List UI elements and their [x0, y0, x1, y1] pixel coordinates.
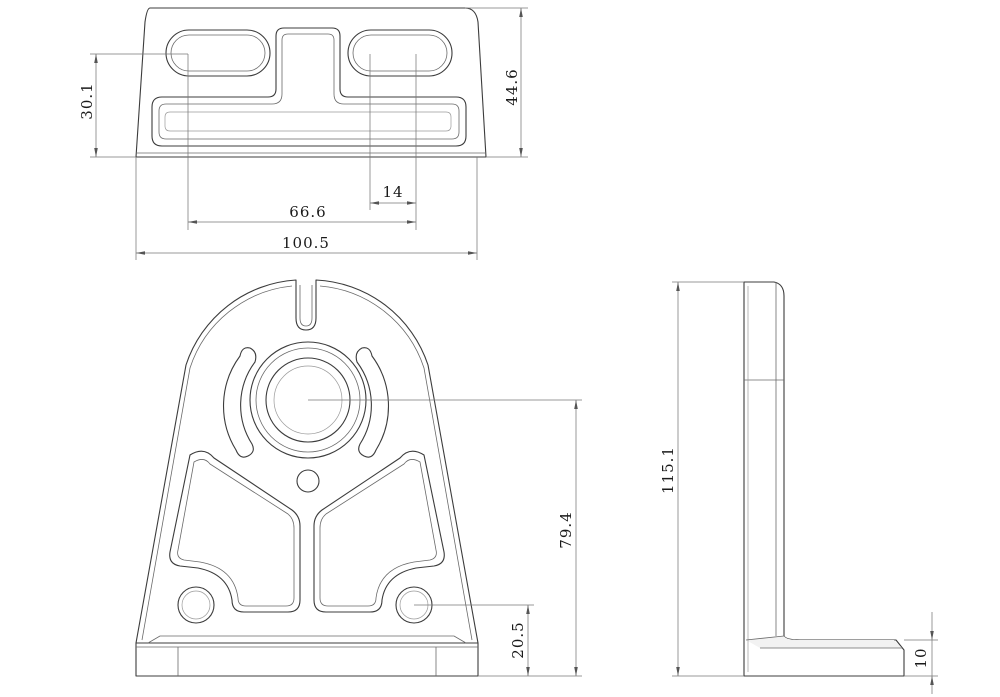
- front-view-left-pocket: [169, 450, 301, 613]
- dim-44-6: 44.6: [503, 8, 523, 157]
- top-view-slot-right: [347, 29, 453, 77]
- side-view: 115.1 10: [659, 281, 938, 694]
- dim-30-1-label: 30.1: [78, 82, 96, 119]
- front-view-base: [135, 635, 479, 677]
- front-view-right-pocket: [313, 450, 445, 613]
- side-view-outline: [743, 281, 905, 677]
- front-view-arc-slots: [223, 347, 389, 458]
- side-view-extension-lines: [672, 281, 938, 677]
- dim-66-6: 66.6: [188, 203, 416, 224]
- dim-10-label: 10: [912, 647, 930, 668]
- front-view: 79.4 20.5: [135, 279, 582, 677]
- dim-115-1: 115.1: [659, 282, 680, 676]
- dim-20-5: 20.5: [509, 605, 530, 676]
- dim-20-5-label: 20.5: [509, 621, 527, 658]
- dim-79-4: 79.4: [557, 400, 578, 676]
- dim-100-5: 100.5: [136, 234, 477, 255]
- top-view-extension-lines: [90, 7, 528, 260]
- dim-10: 10: [912, 612, 934, 694]
- top-view-slot-left: [165, 29, 271, 77]
- front-view-center-hub: [249, 341, 367, 493]
- dim-115-1-label: 115.1: [659, 446, 677, 494]
- dim-100-5-label: 100.5: [282, 234, 330, 252]
- dim-79-4-label: 79.4: [557, 511, 575, 548]
- top-view: 44.6 30.1 14 66.6 100.5: [78, 7, 528, 260]
- front-view-outline: [135, 279, 479, 644]
- dim-14: 14: [370, 183, 416, 205]
- front-view-bottom-holes: [177, 586, 433, 624]
- dim-14-label: 14: [382, 183, 403, 201]
- dim-30-1: 30.1: [78, 54, 98, 157]
- front-view-extension-lines: [308, 399, 582, 677]
- dim-44-6-label: 44.6: [503, 68, 521, 105]
- top-view-t-recess: [151, 27, 467, 147]
- dim-66-6-label: 66.6: [289, 203, 326, 221]
